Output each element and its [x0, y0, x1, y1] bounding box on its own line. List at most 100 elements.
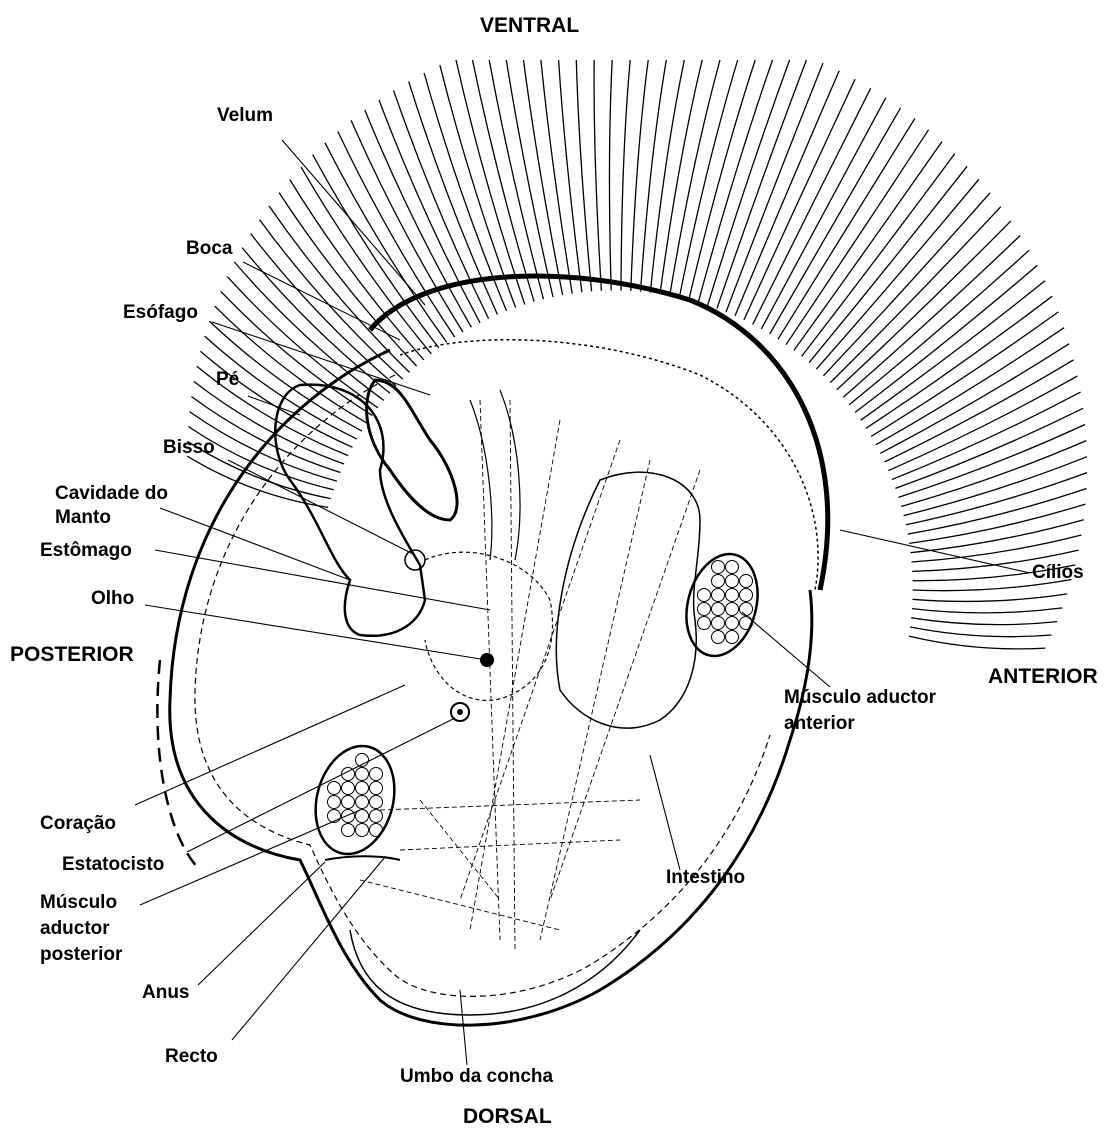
- label-musculo-posterior-line2: aductor: [40, 917, 110, 940]
- muscle-cell: [342, 796, 355, 809]
- muscle-cell: [740, 603, 753, 616]
- muscle-cell: [328, 782, 341, 795]
- cilium: [473, 60, 535, 302]
- cilium: [910, 627, 1051, 637]
- orientation-ventral: VENTRAL: [480, 14, 579, 37]
- orientation-dorsal: DORSAL: [463, 1105, 552, 1128]
- posterior-adductor-muscle: [304, 737, 406, 863]
- cilium: [191, 397, 340, 473]
- muscle-cell: [356, 796, 369, 809]
- cilium: [906, 473, 1087, 525]
- muscle-cell: [370, 810, 383, 823]
- byssus-gland: [405, 550, 425, 570]
- cilium: [912, 608, 1062, 613]
- intestine-outline: [556, 472, 700, 728]
- label-velum: Velum: [217, 104, 273, 127]
- cilium: [866, 296, 1052, 428]
- label-musculo-anterior-line1: Músculo aductor: [784, 686, 936, 709]
- muscle-cell: [356, 824, 369, 837]
- cilium: [901, 441, 1086, 507]
- muscle-cell: [712, 617, 725, 630]
- orientation-posterior: POSTERIOR: [10, 643, 134, 666]
- cilium: [855, 265, 1037, 412]
- muscle-cell: [712, 631, 725, 644]
- muscle-cell: [726, 617, 739, 630]
- cilium: [650, 60, 684, 293]
- label-anus: Anus: [142, 981, 190, 1004]
- muscle-cell: [712, 561, 725, 574]
- cilium: [794, 142, 942, 351]
- label-musculo-anterior-line2: anterior: [784, 712, 855, 735]
- rectum-tube: [325, 856, 400, 860]
- cilium: [880, 344, 1069, 454]
- label-pe: Pé: [216, 368, 239, 391]
- label-bisso: Bisso: [163, 436, 215, 459]
- retractor-fibres: [360, 400, 700, 950]
- cilium: [816, 179, 979, 369]
- muscle-cell: [698, 603, 711, 616]
- cilium: [290, 180, 424, 360]
- cilium: [313, 155, 439, 348]
- cilium: [837, 221, 1011, 390]
- muscle-cell: [342, 810, 355, 823]
- anterior-adductor-muscle: [676, 546, 769, 664]
- cilium: [913, 594, 1068, 602]
- label-cavidade-line2: Manto: [55, 506, 111, 529]
- cilium: [576, 60, 591, 291]
- cilium: [631, 60, 648, 291]
- cilia-fan: [187, 60, 1087, 649]
- muscle-cell: [712, 589, 725, 602]
- cilium: [778, 119, 915, 340]
- foot-outline: [275, 385, 425, 636]
- cilium: [898, 425, 1085, 498]
- label-cavidade-line1: Cavidade do: [55, 482, 168, 505]
- muscle-cell: [740, 589, 753, 602]
- cilium: [489, 60, 543, 299]
- cilium: [735, 71, 839, 316]
- muscle-cell: [328, 810, 341, 823]
- muscle-cell: [698, 617, 711, 630]
- label-musculo-posterior-line3: posterior: [40, 943, 122, 966]
- shell-outline: [170, 350, 812, 1025]
- muscle-cell: [740, 575, 753, 588]
- muscle-cell: [356, 768, 369, 781]
- cilium: [660, 60, 702, 294]
- muscle-cell: [342, 782, 355, 795]
- muscle-cell: [356, 782, 369, 795]
- cilium: [394, 90, 489, 318]
- cilium: [895, 408, 1083, 488]
- muscle-cell: [328, 796, 341, 809]
- muscle-cell: [370, 824, 383, 837]
- cilium: [830, 207, 1001, 383]
- orientation-anterior: ANTERIOR: [988, 665, 1098, 688]
- cilium: [876, 328, 1064, 445]
- label-intestino: Intestino: [666, 866, 745, 889]
- label-cilios: Cílios: [1032, 561, 1084, 584]
- cilium: [559, 60, 582, 292]
- foot-lobe: [367, 380, 457, 520]
- muscle-cell: [712, 603, 725, 616]
- cilium: [424, 73, 506, 311]
- cilium: [911, 520, 1084, 553]
- cilium: [708, 60, 790, 305]
- cilium: [279, 193, 417, 366]
- muscle-cell: [712, 575, 725, 588]
- label-coracao: Coração: [40, 812, 116, 835]
- label-esofago: Esófago: [123, 301, 198, 324]
- velum-band: [370, 276, 828, 590]
- cilium: [823, 193, 990, 376]
- cilium: [541, 60, 572, 294]
- cilium: [269, 206, 410, 373]
- label-olho: Olho: [91, 587, 134, 610]
- cilium: [744, 79, 855, 320]
- cilium: [911, 618, 1057, 625]
- cilium: [843, 235, 1020, 397]
- label-recto: Recto: [165, 1045, 218, 1068]
- muscle-cell: [726, 603, 739, 616]
- label-musculo-posterior-line1: Músculo: [40, 891, 117, 914]
- cilium: [909, 636, 1046, 649]
- cilium: [909, 504, 1085, 543]
- cilium: [301, 167, 431, 354]
